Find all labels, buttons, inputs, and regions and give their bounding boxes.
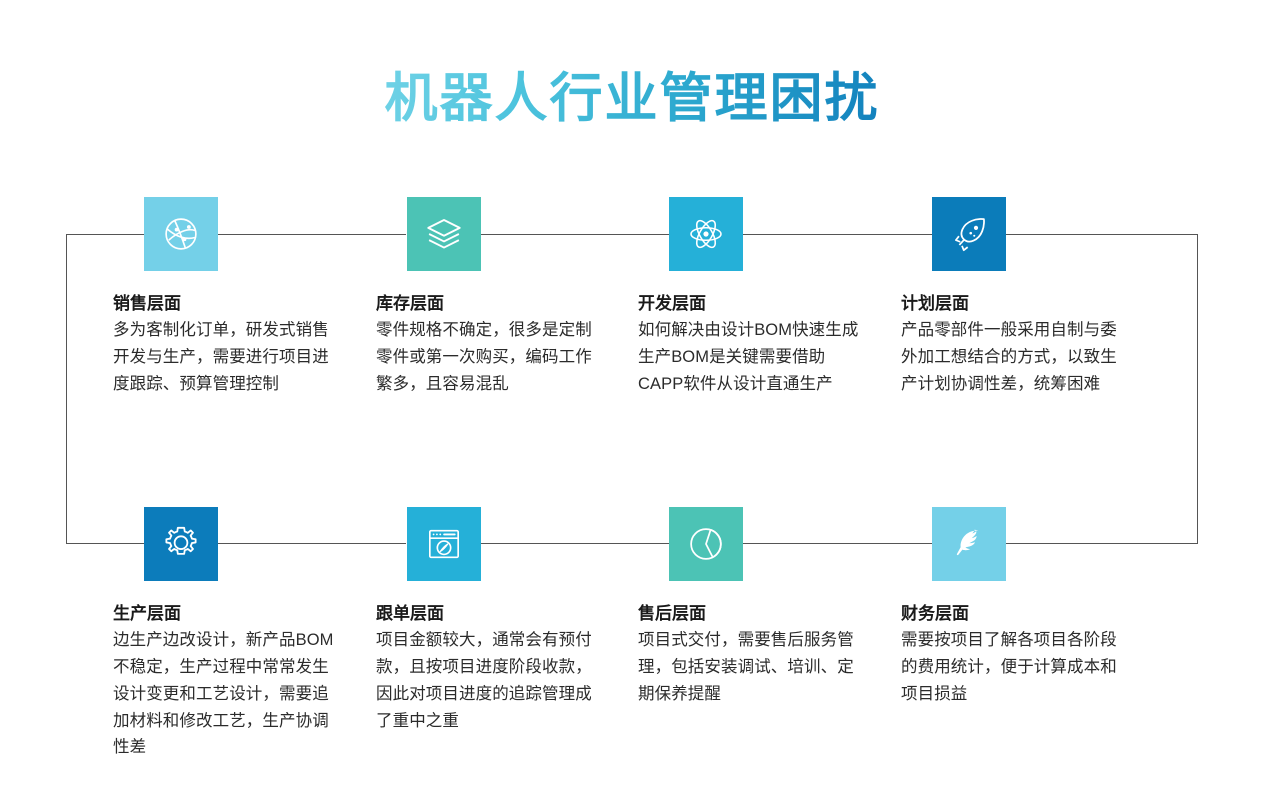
- card-order-tracking: 跟单层面 项目金额较大，通常会有预付款，且按项目进度阶段收款，因此对项目进度的追…: [376, 507, 608, 734]
- card-planning: 计划层面 产品零部件一般采用自制与委外加工想结合的方式，以致生产计划协调性差，统…: [901, 197, 1133, 398]
- card-title-after-sales: 售后层面: [638, 604, 706, 623]
- card-title-production: 生产层面: [113, 604, 181, 623]
- card-title-inventory: 库存层面: [376, 294, 444, 313]
- card-body-development: 如何解决由设计BOM快速生成生产BOM是关键需要借助CAPP软件从设计直通生产: [638, 321, 859, 393]
- icon-box-sales: [144, 197, 218, 271]
- page-title: 机器人行业管理困扰: [384, 68, 880, 128]
- browser-compass-icon: [424, 524, 464, 564]
- icon-box-order-tracking: [407, 507, 481, 581]
- rocket-icon: [948, 213, 990, 255]
- card-body-inventory: 零件规格不确定，很多是定制零件或第一次购买，编码工作繁多，且容易混乱: [376, 321, 592, 393]
- card-body-order-tracking: 项目金额较大，通常会有预付款，且按项目进度阶段收款，因此对项目进度的追踪管理成了…: [376, 631, 592, 730]
- card-inventory: 库存层面 零件规格不确定，很多是定制零件或第一次购买，编码工作繁多，且容易混乱: [376, 197, 608, 398]
- pie-chart-icon: [685, 523, 727, 565]
- card-development: 开发层面 如何解决由设计BOM快速生成生产BOM是关键需要借助CAPP软件从设计…: [638, 197, 870, 398]
- icon-box-production: [144, 507, 218, 581]
- card-after-sales: 售后层面 项目式交付，需要售后服务管理，包括安装调试、培训、定期保养提醒: [638, 507, 870, 708]
- card-body-finance: 需要按项目了解各项目各阶段的费用统计，便于计算成本和项目损益: [901, 631, 1117, 703]
- card-body-production: 边生产边改设计，新产品BOM不稳定，生产过程中常常发生设计变更和工艺设计，需要追…: [113, 631, 334, 757]
- card-finance: 财务层面 需要按项目了解各项目各阶段的费用统计，便于计算成本和项目损益: [901, 507, 1133, 708]
- icon-box-inventory: [407, 197, 481, 271]
- card-title-order-tracking: 跟单层面: [376, 604, 444, 623]
- card-title-planning: 计划层面: [901, 294, 969, 313]
- gear-icon: [160, 523, 202, 565]
- card-title-sales: 销售层面: [113, 294, 181, 313]
- atom-icon: [686, 214, 726, 254]
- icon-box-development: [669, 197, 743, 271]
- card-body-after-sales: 项目式交付，需要售后服务管理，包括安装调试、培训、定期保养提醒: [638, 631, 854, 703]
- icon-box-after-sales: [669, 507, 743, 581]
- card-production: 生产层面 边生产边改设计，新产品BOM不稳定，生产过程中常常发生设计变更和工艺设…: [113, 507, 345, 761]
- globe-network-icon: [160, 213, 202, 255]
- icon-box-planning: [932, 197, 1006, 271]
- card-title-finance: 财务层面: [901, 604, 969, 623]
- card-body-sales: 多为客制化订单，研发式销售开发与生产，需要进行项目进度跟踪、预算管理控制: [113, 321, 329, 393]
- feather-icon: [949, 524, 989, 564]
- card-body-planning: 产品零部件一般采用自制与委外加工想结合的方式，以致生产计划协调性差，统筹困难: [901, 321, 1117, 393]
- layers-stack-icon: [423, 213, 465, 255]
- card-title-development: 开发层面: [638, 294, 706, 313]
- icon-box-finance: [932, 507, 1006, 581]
- page-header: 机器人行业管理困扰: [0, 34, 1264, 163]
- card-sales: 销售层面 多为客制化订单，研发式销售开发与生产，需要进行项目进度跟踪、预算管理控…: [113, 197, 345, 398]
